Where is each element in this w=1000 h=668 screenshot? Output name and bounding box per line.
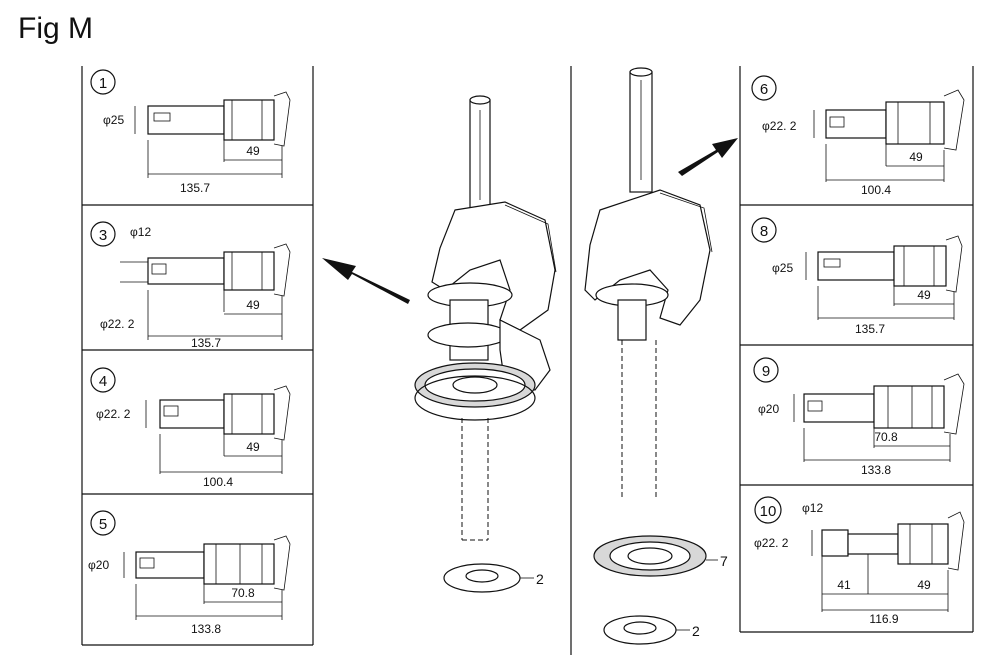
- panel-8: 8 φ25 49 135.7: [751, 217, 963, 336]
- panel-9-number: 9: [762, 363, 770, 380]
- panel-3: 3 φ12 φ22. 2 49 135.7: [90, 221, 291, 350]
- right-panel-frame: [739, 66, 974, 633]
- panel-9-dim-length: 70.8: [874, 430, 898, 444]
- panel-10-shaft: [821, 511, 965, 571]
- panel-8-dim-total: 135.7: [855, 322, 885, 336]
- panel-1-dim-length: 49: [246, 144, 260, 158]
- panel-1-dim-diameter: φ25: [103, 113, 124, 127]
- left-pointer-arrow: [322, 258, 410, 304]
- panel-9-dim-total: 133.8: [861, 463, 891, 477]
- panel-4: 4 φ22. 2 49 100.4: [90, 367, 291, 489]
- panel-10-dim-length-a: 49: [917, 578, 931, 592]
- panel-4-dim-length: 49: [246, 440, 260, 454]
- panel-9-shaft: [803, 373, 965, 435]
- panel-4-dim-total: 100.4: [203, 475, 233, 489]
- right-washer-callout: 2: [692, 623, 700, 639]
- panel-8-dim-diameter: φ25: [772, 261, 793, 275]
- panel-3-number: 3: [99, 227, 107, 244]
- panel-9: 9 φ20 70.8 133.8: [753, 357, 965, 477]
- panel-10-dim-total: 116.9: [869, 612, 898, 626]
- panel-5-shaft: [135, 535, 291, 591]
- left-washer-callout: 2: [536, 571, 544, 587]
- panel-4-shaft: [159, 385, 291, 441]
- panel-6-dim-diameter: φ22. 2: [762, 119, 797, 133]
- panel-3-dim-large: φ22. 2: [100, 317, 135, 331]
- panel-6-dim-total: 100.4: [861, 183, 891, 197]
- panel-5-dim-length: 70.8: [231, 586, 255, 600]
- panel-3-dim-total: 135.7: [191, 336, 221, 350]
- panel-5-number: 5: [99, 516, 107, 533]
- panel-5: 5 φ20 70.8 133.8: [88, 510, 291, 636]
- panel-5-dim-diameter: φ20: [88, 558, 109, 572]
- right-crankshaft: 7 2: [584, 67, 728, 645]
- panel-5-dim-total: 133.8: [191, 622, 221, 636]
- right-gear-callout: 7: [720, 553, 728, 569]
- panel-10-dim-large: φ22. 2: [754, 536, 789, 550]
- panel-1: 1 φ25 49 135.7: [90, 69, 291, 195]
- panel-6: 6 φ22. 2 49 100.4: [751, 75, 965, 197]
- left-panel-frame: [81, 66, 314, 646]
- panel-1-dim-total: 135.7: [180, 181, 210, 195]
- panel-10-dim-small: φ12: [802, 501, 823, 515]
- panel-8-dim-length: 49: [917, 288, 931, 302]
- panel-10: 10 φ12 φ22. 2 41 49 116.9: [754, 496, 965, 626]
- panel-6-dim-length: 49: [909, 150, 923, 164]
- panel-1-number: 1: [99, 75, 107, 92]
- panel-1-shaft: [147, 91, 291, 147]
- panel-9-dim-diameter: φ20: [758, 402, 779, 416]
- figure-title: Fig M: [18, 12, 93, 45]
- panel-8-shaft: [817, 235, 963, 293]
- panel-3-dim-small: φ12: [130, 225, 151, 239]
- panel-6-shaft: [825, 89, 965, 151]
- panel-3-shaft: [147, 243, 291, 297]
- panel-10-dim-length-b: 41: [837, 578, 851, 592]
- panel-4-number: 4: [99, 373, 107, 390]
- left-crankshaft: 2: [414, 95, 557, 593]
- panel-3-dim-length: 49: [246, 298, 260, 312]
- panel-6-number: 6: [760, 81, 768, 98]
- panel-4-dim-diameter: φ22. 2: [96, 407, 131, 421]
- panel-10-number: 10: [760, 503, 777, 520]
- panel-8-number: 8: [760, 223, 768, 240]
- right-pointer-arrow: [678, 138, 738, 176]
- panel-1-number-circle: [90, 69, 116, 95]
